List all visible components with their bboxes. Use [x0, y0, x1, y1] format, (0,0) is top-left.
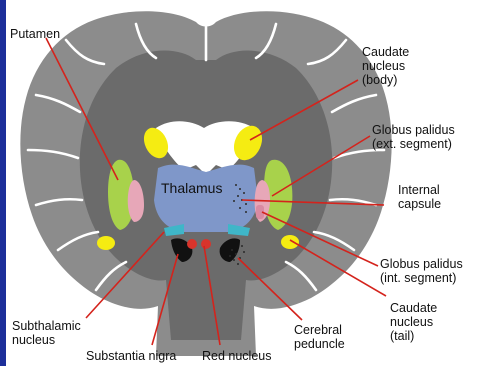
cerebral-peduncle-line-1: Cerebral: [294, 323, 342, 337]
globus-ext-line-2: (ext. segment): [372, 137, 452, 151]
diagram-panel: Thalamus Putamen: [6, 0, 479, 366]
substantia-nigra-label: Substantia nigra: [86, 349, 176, 363]
globus-int-line-2: (int. segment): [380, 271, 456, 285]
caudate-body-line-3: (body): [362, 73, 397, 87]
caudate-body-label: Caudate nucleus (body): [362, 45, 413, 87]
caudate-body-line-2: nucleus: [362, 59, 405, 73]
caudate-tail-label: Caudate nucleus (tail): [390, 301, 441, 343]
thalamus: [154, 165, 258, 232]
globus-ext-line-1: Globus palidus: [372, 123, 455, 137]
subthalamic-line-2: nucleus: [12, 333, 55, 347]
caudate-body-line-1: Caudate: [362, 45, 409, 59]
thalamus-label: Thalamus: [161, 180, 222, 196]
globus-ext-label: Globus palidus (ext. segment): [372, 123, 458, 151]
caudate-tail-line-1: Caudate: [390, 301, 437, 315]
red-nucleus-left: [187, 239, 197, 249]
globus-int-label: Globus palidus (int. segment): [380, 257, 466, 285]
cerebral-peduncle-line-2: peduncle: [294, 337, 345, 351]
internal-capsule-label: Internal capsule: [398, 183, 443, 211]
globus-int-line-1: Globus palidus: [380, 257, 463, 271]
caudate-tail-right: [281, 235, 299, 249]
red-nucleus-right: [201, 239, 211, 249]
putamen-label: Putamen: [10, 27, 60, 41]
brain-coronal-section-diagram: Thalamus Putamen: [6, 0, 479, 366]
subthalamic-label: Subthalamic nucleus: [12, 319, 84, 347]
red-nucleus-label: Red nucleus: [202, 349, 272, 363]
subthalamic-line-1: Subthalamic: [12, 319, 81, 333]
internal-capsule-line-2: capsule: [398, 197, 441, 211]
caudate-tail-line-2: nucleus: [390, 315, 433, 329]
caudate-tail-line-3: (tail): [390, 329, 414, 343]
internal-capsule-line-1: Internal: [398, 183, 440, 197]
caudate-tail-left: [97, 236, 115, 250]
cerebral-peduncle-label: Cerebral peduncle: [294, 323, 345, 351]
